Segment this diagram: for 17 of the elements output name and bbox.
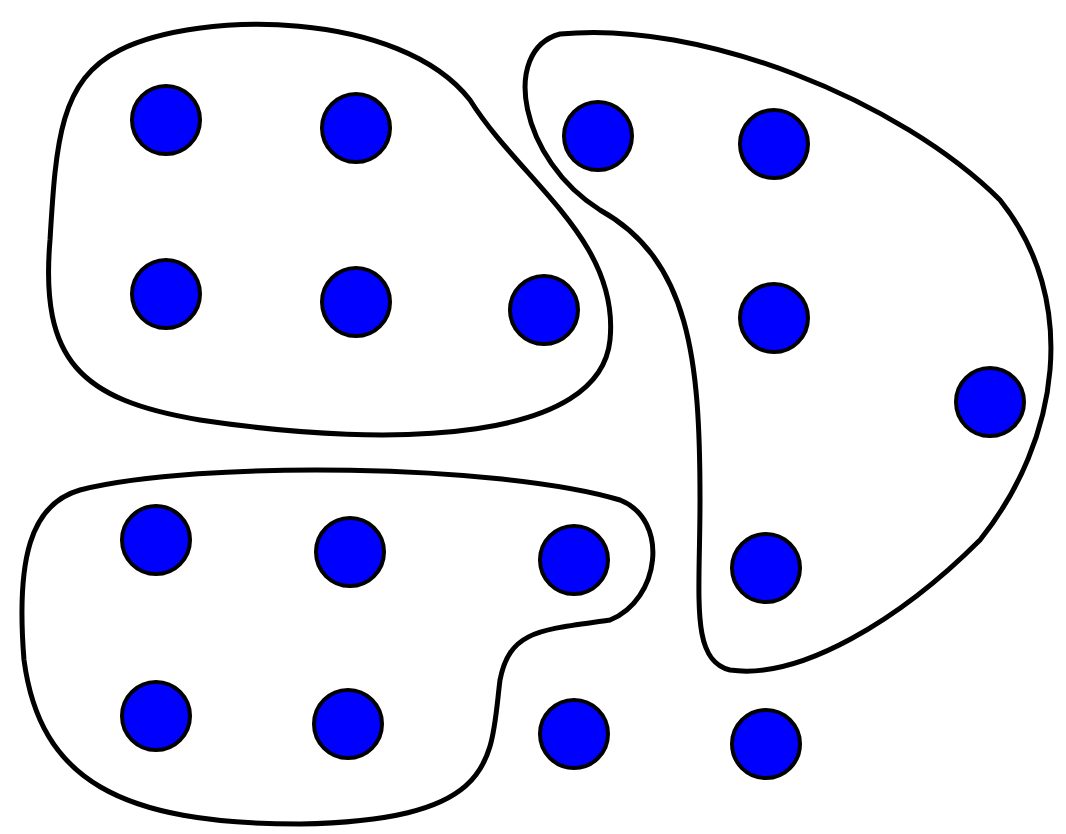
dot — [538, 698, 610, 770]
dot — [954, 366, 1026, 438]
dot — [314, 516, 386, 588]
dot — [130, 84, 202, 156]
dot — [738, 282, 810, 354]
dot — [120, 504, 192, 576]
dot — [120, 680, 192, 752]
dot — [320, 92, 392, 164]
dot — [730, 532, 802, 604]
dot — [508, 274, 580, 346]
dot — [312, 688, 384, 760]
dot — [320, 266, 392, 338]
dot — [130, 258, 202, 330]
dot — [730, 708, 802, 780]
dot — [738, 108, 810, 180]
dot — [562, 100, 634, 172]
dot — [538, 524, 610, 596]
